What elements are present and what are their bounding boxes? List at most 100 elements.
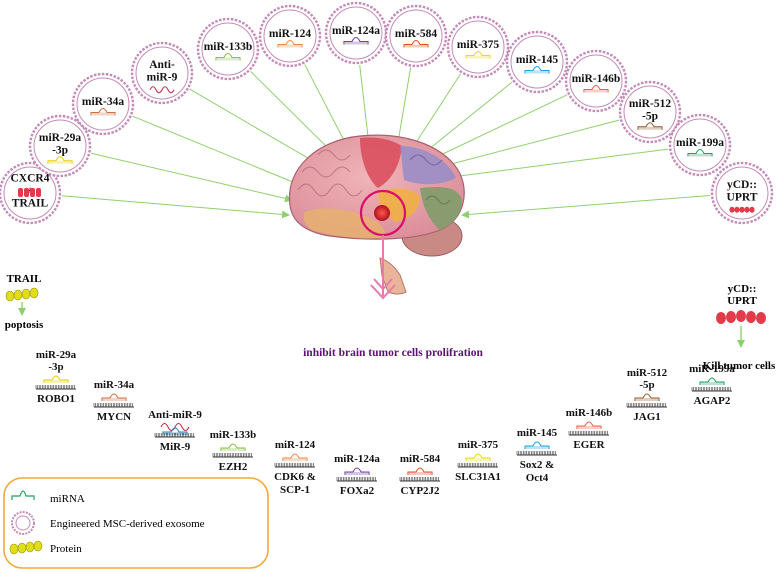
mrna-target-icon <box>516 451 557 456</box>
mirna-label: miR-34a <box>94 379 135 391</box>
exosome-inner-membrane <box>623 85 677 139</box>
ycd-protein-icon <box>716 310 766 324</box>
ycd-label-line1: yCD:: <box>728 283 757 295</box>
exosome-label: miR-34a <box>82 96 124 108</box>
mirna-label: miR-124 <box>275 439 316 451</box>
delivery-arrows <box>61 64 711 219</box>
mirna-label: -3p <box>48 361 63 373</box>
center-label: inhibit brain tumor cells prolifration <box>303 347 483 359</box>
mirna-duplex-icon <box>576 421 602 429</box>
cargo-mirna-icon <box>90 107 116 116</box>
mrna-target-icon <box>154 433 195 438</box>
center-arrow-head-inner <box>373 278 393 291</box>
exosome-label: miR-375 <box>457 39 499 51</box>
cargo-mirna-icon <box>637 122 663 130</box>
mirna-label: miR-133b <box>210 429 256 441</box>
cargo-protein-icon <box>18 188 41 197</box>
mrna-target-icon <box>212 453 253 458</box>
delivery-arrow <box>61 195 290 219</box>
exosome-bubble: miR-34a <box>71 72 135 136</box>
target-gene-label: AGAP2 <box>694 395 731 407</box>
exosome-bubble: CXCR4+TRAIL <box>0 161 62 225</box>
mirna-label: miR-375 <box>458 439 499 451</box>
target-gene-label: JAG1 <box>633 411 661 423</box>
mirna-duplex-icon <box>220 443 246 451</box>
exosome-label: -3p <box>52 144 68 156</box>
mirna-duplex-icon <box>43 375 69 383</box>
mirna-label: miR-124a <box>334 453 380 465</box>
tumor-icon <box>374 205 390 221</box>
exosome-bubble: miR-133b <box>196 17 260 81</box>
exosome-inner-membrane <box>569 54 623 108</box>
cargo-mirna-icon <box>343 36 369 45</box>
exosome-label: miR-199a <box>676 137 724 149</box>
target-gene-label: EGER <box>573 439 605 451</box>
mirna-duplex-icon <box>524 441 550 449</box>
delivery-arrow <box>417 81 513 159</box>
cargo-mirna-icon <box>47 156 73 164</box>
target-gene-label: MYCN <box>97 411 131 423</box>
exosome-label: CXCR4 <box>11 173 50 185</box>
exosome-inner-membrane <box>715 166 769 220</box>
trail-label: TRAIL <box>7 273 42 285</box>
mrna-target-icon <box>399 477 440 482</box>
exosome-bubble: miR-146b <box>564 49 628 113</box>
exosome-label: miR-124a <box>332 25 380 37</box>
mirna-duplex-icon <box>160 422 190 435</box>
mirna-label: miR-512 <box>627 367 668 379</box>
trail-protein-icon <box>5 287 39 302</box>
exosome-bubble: miR-512-5p <box>618 80 682 144</box>
delivery-arrow <box>132 115 301 187</box>
exosome-inner-membrane <box>135 46 189 100</box>
exosome-label: miR-584 <box>395 28 437 40</box>
exosome-bubble: miR-29a-3p <box>28 114 92 178</box>
legend-exosome: Engineered MSC-derived exosome <box>50 518 205 530</box>
exosome-inner-membrane <box>329 6 383 60</box>
target-gene-label: MiR-9 <box>160 441 191 453</box>
target-gene-label: Sox2 & <box>520 459 555 471</box>
exosome-bubble: miR-124a <box>324 1 388 65</box>
exosome-inner-membrane <box>201 22 255 76</box>
legend: miRNA Engineered MSC-derived exosome Pro… <box>3 477 269 569</box>
exosome-label: miR-146b <box>572 73 621 85</box>
exosome-bubble: miR-584 <box>384 4 448 68</box>
target-gene-label: ROBO1 <box>37 393 75 405</box>
cargo-mirna-icon <box>465 50 491 59</box>
cargo-wave-icon <box>149 86 175 94</box>
delivery-arrow <box>461 195 711 219</box>
mirna-duplex-icon <box>282 453 308 461</box>
exosome-bubble: miR-375 <box>446 15 510 79</box>
mrna-target-icon <box>93 403 134 408</box>
target-gene-label: CDK6 & <box>274 471 316 483</box>
exosome-label: miR-9 <box>147 71 178 83</box>
target-gene-label: SLC31A1 <box>455 471 501 483</box>
cargo-mirna-icon <box>277 39 303 48</box>
exosome-inner-membrane <box>510 35 564 89</box>
exosome-bubble: yCD::UPRT <box>710 161 774 225</box>
mirna-duplex-icon <box>101 393 127 401</box>
cargo-mirna-icon <box>583 84 609 93</box>
mrna-target-icon <box>691 387 732 392</box>
exosome-bubble: miR-199a <box>668 113 732 177</box>
target-gene-label: EZH2 <box>219 461 248 473</box>
exosome-inner-membrane <box>389 9 443 63</box>
mirna-label: miR-146b <box>566 407 612 419</box>
mirna-duplex-icon <box>699 377 725 385</box>
exosome-label: yCD:: <box>727 179 757 191</box>
exosome-label: miR-124 <box>269 28 311 40</box>
cargo-mirna-icon <box>403 39 429 48</box>
delivery-arrow <box>425 94 568 163</box>
mirna-label: miR-199a <box>689 363 735 375</box>
exosome-inner-membrane <box>76 77 130 131</box>
mrna-target-icon <box>457 463 498 468</box>
center-arrow-head-outer <box>370 284 396 300</box>
brain-illustration <box>288 134 465 300</box>
